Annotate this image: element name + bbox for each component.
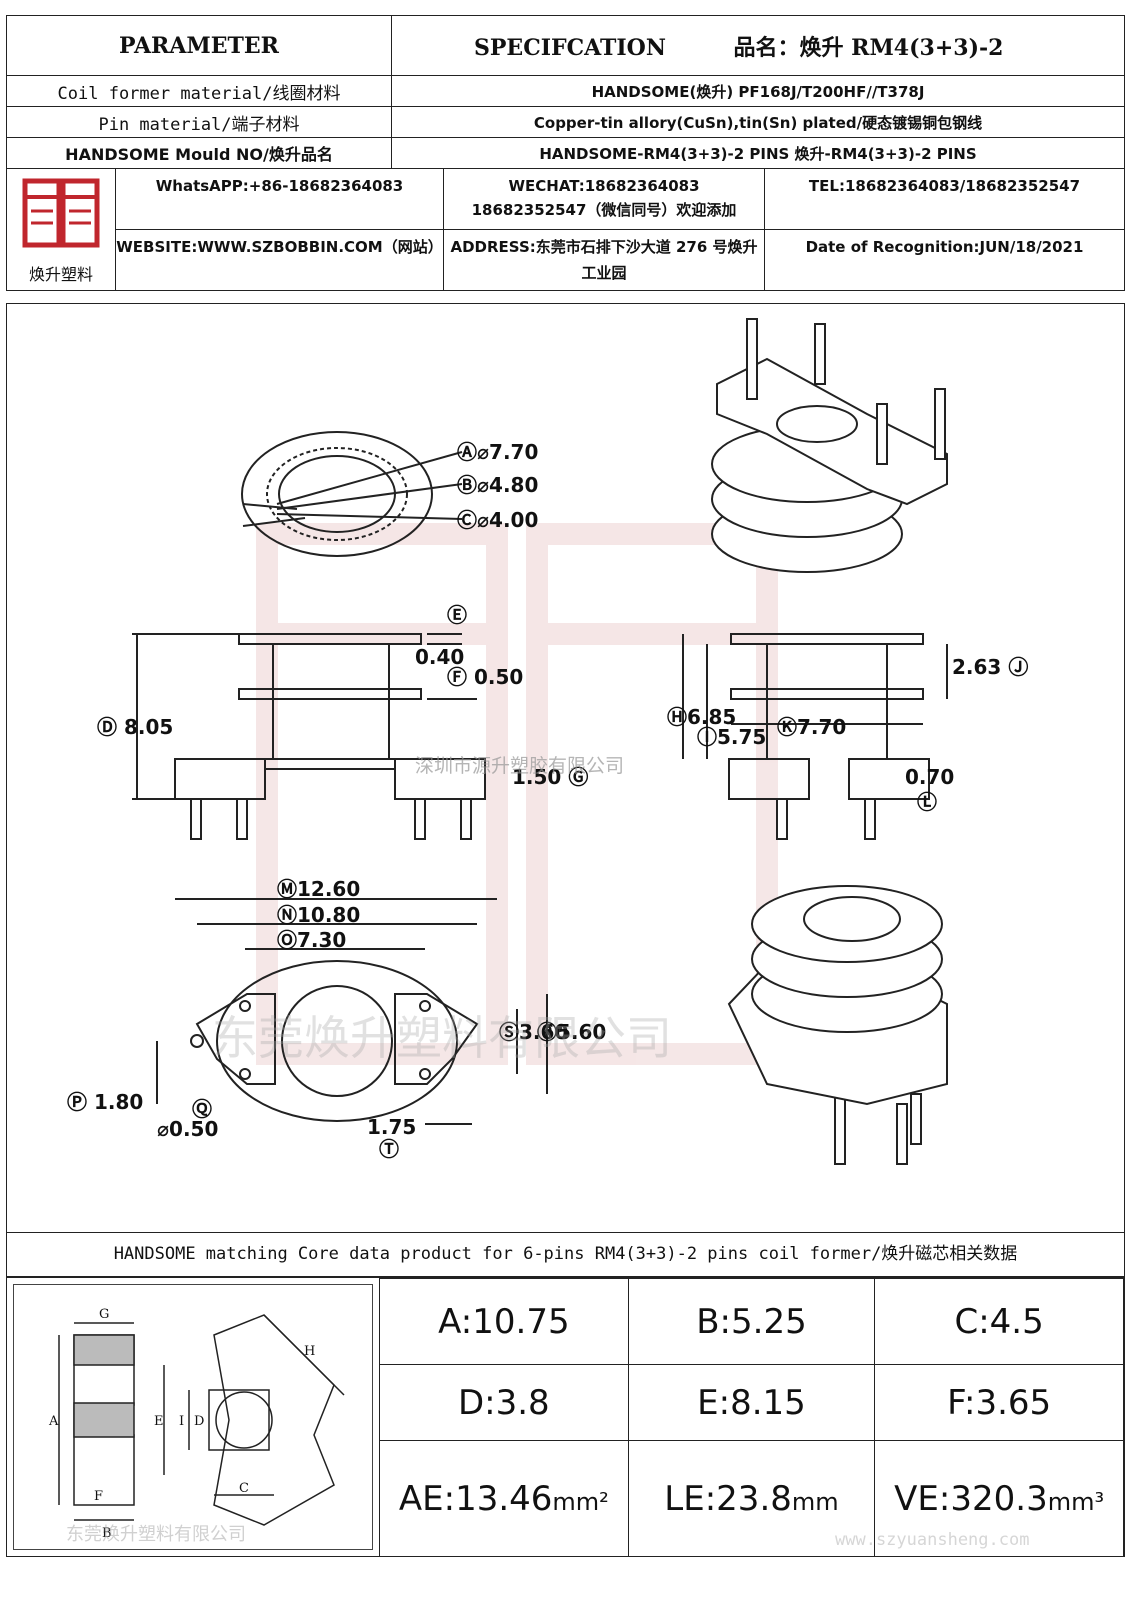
whatsapp: WhatsAPP:+86-18682364083 xyxy=(115,168,444,230)
iso-view-bottom xyxy=(727,885,948,1165)
spec-sheet: PARAMETER SPECIFCATION 品名：焕升 RM4(3+3)-2 … xyxy=(6,15,1125,1575)
side-view-left xyxy=(132,633,486,840)
wechat: WECHAT:18682364083 18682352547（微信同号）欢迎添加 xyxy=(443,168,765,230)
dim-g-label: 1.50 Ⓖ xyxy=(512,765,588,789)
dim-p-label: Ⓟ 1.80 xyxy=(67,1090,143,1114)
core-label-c: C xyxy=(239,1481,249,1496)
core-label-e: E xyxy=(154,1414,164,1429)
core-label-h: H xyxy=(304,1344,315,1359)
address: ADDRESS:东莞市石排下沙大道 276 号焕升工业园 xyxy=(443,229,765,291)
dim-a-label: Ⓐ⌀7.70 xyxy=(457,440,538,464)
dim-q-marker: Ⓠ xyxy=(192,1097,212,1121)
watermark-logo xyxy=(256,523,778,1065)
core-label-b: B xyxy=(102,1526,112,1541)
website: WEBSITE:WWW.SZBOBBIN.COM（网站） xyxy=(115,229,444,291)
iso-view-top xyxy=(711,318,948,573)
dim-l-marker: Ⓛ xyxy=(917,790,937,814)
specification-heading: SPECIFCATION 品名：焕升 RM4(3+3)-2 xyxy=(391,15,1125,76)
core-value-f: F:3.65 xyxy=(874,1364,1124,1441)
dim-e-label: 0.40 xyxy=(415,645,464,669)
core-value-e: E:8.15 xyxy=(627,1364,876,1441)
dim-f-label: Ⓕ 0.50 xyxy=(447,665,523,689)
dim-k-label: Ⓚ7.70 xyxy=(777,715,846,739)
logo-cell: 焕升塑料 xyxy=(6,168,116,291)
dim-d-label: Ⓓ 8.05 xyxy=(97,715,173,739)
core-value-d: D:3.8 xyxy=(379,1364,629,1441)
technical-drawing: Ⓐ⌀7.70 Ⓑ⌀4.80 Ⓒ⌀4.00 xyxy=(6,303,1125,1233)
telephone: TEL:18682364083/18682352547 xyxy=(764,168,1125,230)
drawing-svg: Ⓐ⌀7.70 Ⓑ⌀4.80 Ⓒ⌀4.00 xyxy=(67,318,1028,1165)
matching-core-heading: HANDSOME matching Core data product for … xyxy=(6,1233,1125,1277)
core-data-block: G A E I D H C F B 东莞焕升塑料有限公司 A:10.75 B:5… xyxy=(6,1277,1125,1557)
product-name: 品名：焕升 RM4(3+3)-2 xyxy=(733,34,1004,61)
pin-material-value: Copper-tin allory(CuSn),tin(Sn) plated/硬… xyxy=(391,106,1125,138)
core-value-ae: AE:13.46mm² xyxy=(379,1440,629,1557)
dim-h-label: Ⓗ6.85 xyxy=(667,705,736,729)
dim-m-label: Ⓜ12.60 xyxy=(277,877,360,901)
core-label-f: F xyxy=(94,1489,103,1504)
core-label-d: D xyxy=(194,1414,204,1429)
dim-s-label: Ⓢ3.60 xyxy=(499,1020,568,1044)
dim-n-label: Ⓝ10.80 xyxy=(277,903,360,927)
wechat-line-2: 18682352547（微信同号）欢迎添加 xyxy=(471,201,737,219)
watermark-cn-1: 深圳市源升塑胶有限公司 xyxy=(415,755,624,777)
core-figure-svg: G A E I D H C F B 东莞焕升塑料有限公司 xyxy=(48,1307,345,1545)
watermark-cn-2: 东莞焕升塑料有限公司 xyxy=(212,1011,672,1065)
contact-table: 焕升塑料 WhatsAPP:+86-18682364083 WECHAT:186… xyxy=(6,168,1125,291)
coil-material-label: Coil former material/线圈材料 xyxy=(6,75,392,107)
recognition-date: Date of Recognition:JUN/18/2021 xyxy=(764,229,1125,291)
dim-j-label: 2.63 Ⓙ xyxy=(952,655,1028,679)
core-label-g: G xyxy=(99,1307,109,1322)
dim-t-marker: Ⓣ xyxy=(379,1137,399,1161)
dim-e-marker: Ⓔ xyxy=(447,603,467,627)
dim-t-label: 1.75 xyxy=(367,1115,416,1139)
side-view-right xyxy=(682,633,948,840)
coil-material-value: HANDSOME(焕升) PF168J/T200HF//T378J xyxy=(391,75,1125,107)
logo-caption: 焕升塑料 xyxy=(28,264,93,284)
parameter-heading: PARAMETER xyxy=(6,15,392,76)
company-logo xyxy=(22,178,100,247)
dim-b-label: Ⓑ⌀4.80 xyxy=(457,473,538,497)
header-table: PARAMETER SPECIFCATION 品名：焕升 RM4(3+3)-2 … xyxy=(6,15,1125,169)
pin-material-label: Pin material/端子材料 xyxy=(6,106,392,138)
dim-c-label: Ⓒ⌀4.00 xyxy=(457,508,538,532)
core-value-a: A:10.75 xyxy=(379,1278,629,1365)
dim-i-label: Ⓘ5.75 xyxy=(697,725,766,749)
dim-l-label: 0.70 xyxy=(905,765,954,789)
watermark-cn-3: 东莞焕升塑料有限公司 xyxy=(66,1524,246,1545)
bottom-view xyxy=(156,898,548,1125)
core-value-ve: VE:320.3mm³ xyxy=(874,1440,1124,1557)
watermark-url: www.szyuansheng.com xyxy=(835,1530,1030,1550)
core-value-b: B:5.25 xyxy=(627,1278,876,1365)
dim-r-label: Ⓡ5.60 xyxy=(537,1020,606,1044)
core-value-le: LE:23.8mm xyxy=(627,1440,876,1557)
top-view xyxy=(241,431,463,557)
mould-no-value: HANDSOME-RM4(3+3)-2 PINS 焕升-RM4(3+3)-2 P… xyxy=(391,137,1125,169)
core-figure: G A E I D H C F B 东莞焕升塑料有限公司 xyxy=(13,1284,373,1550)
dim-o-label: Ⓞ7.30 xyxy=(277,928,346,952)
core-values-table: A:10.75 B:5.25 C:4.5 D:3.8 E:8.15 F:3.65… xyxy=(379,1278,1124,1557)
dim-q-label: ⌀0.50 xyxy=(157,1117,218,1141)
core-value-c: C:4.5 xyxy=(874,1278,1124,1365)
core-label-a: A xyxy=(48,1414,59,1429)
core-label-i: I xyxy=(179,1414,184,1429)
mould-no-label: HANDSOME Mould NO/焕升品名 xyxy=(6,137,392,169)
wechat-line-1: WECHAT:18682364083 xyxy=(508,177,700,195)
